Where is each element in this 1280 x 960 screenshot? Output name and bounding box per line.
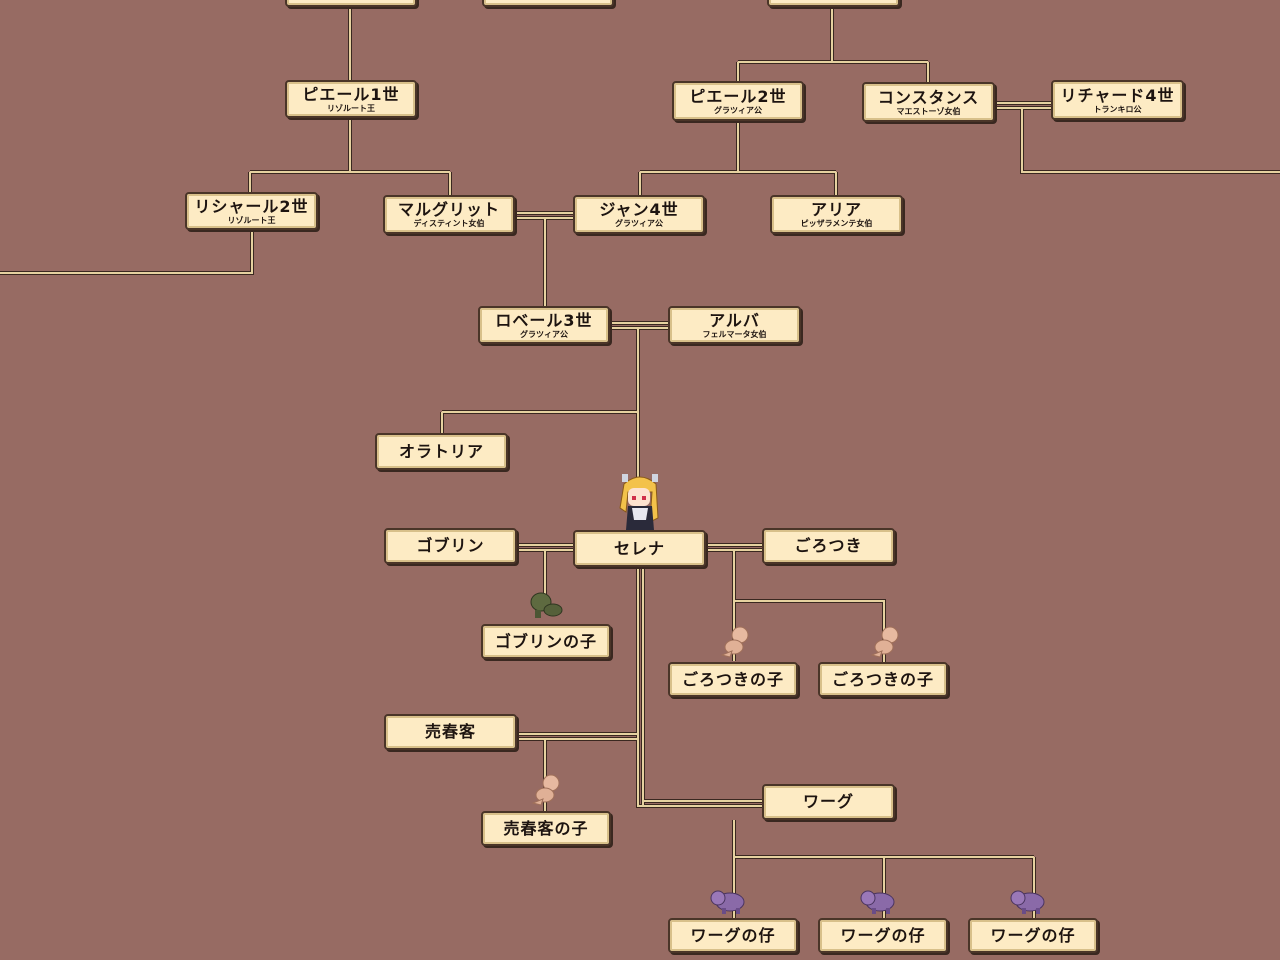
node-name: リチャード4世 bbox=[1060, 85, 1175, 105]
family-node-marguerite[interactable]: マルグリットディスティント女伯 bbox=[383, 195, 515, 234]
family-node-warg-pup[interactable]: ワーグの仔 bbox=[968, 918, 1098, 953]
node-name: マルグリット bbox=[397, 200, 500, 219]
goblin-child-sprite bbox=[530, 592, 563, 618]
family-node-gorotsuki-child[interactable]: ごろつきの子 bbox=[818, 662, 948, 697]
family-node-offscreen[interactable] bbox=[482, 0, 614, 7]
connector-line bbox=[733, 820, 1034, 858]
node-name: コンスタンス bbox=[877, 87, 980, 107]
node-name: ロベール3世 bbox=[495, 310, 593, 330]
family-node-gorotsuki[interactable]: ごろつき bbox=[762, 528, 895, 564]
node-title: グラツィア公 bbox=[714, 105, 762, 115]
node-name: ワーグの仔 bbox=[840, 925, 926, 945]
node-name: ジャン4世 bbox=[599, 200, 679, 219]
node-title: トランキロ公 bbox=[1093, 104, 1142, 114]
node-title: グラツィア公 bbox=[520, 329, 568, 339]
family-node-offscreen[interactable] bbox=[767, 0, 900, 7]
gorotsuki-child-sprite bbox=[870, 626, 899, 658]
family-node-prostitute-client[interactable]: 売春客 bbox=[384, 714, 517, 750]
family-node-robert3[interactable]: ロベール3世グラツィア公 bbox=[478, 306, 610, 344]
warg-pup-sprite bbox=[860, 890, 895, 914]
connector-line bbox=[0, 230, 253, 274]
selena-character-sprite bbox=[619, 474, 659, 530]
node-name: ごろつき bbox=[794, 536, 863, 555]
node-title: ピッザラメンテ女伯 bbox=[800, 219, 873, 228]
node-name: ワーグの仔 bbox=[990, 925, 1076, 945]
node-title: リゾルート王 bbox=[327, 103, 375, 113]
node-name: 売春客の子 bbox=[503, 818, 589, 838]
family-node-pierre1[interactable]: ピエール1世リゾルート王 bbox=[285, 80, 417, 118]
connector-line bbox=[0, 230, 254, 275]
family-node-richard4[interactable]: リチャード4世トランキロ公 bbox=[1051, 80, 1184, 120]
family-node-prostitute-client-child[interactable]: 売春客の子 bbox=[481, 811, 611, 846]
connector-line bbox=[636, 736, 762, 808]
node-name: セレナ bbox=[613, 538, 665, 558]
node-name: 売春客 bbox=[424, 722, 476, 741]
node-name: アルバ bbox=[709, 310, 760, 330]
family-node-gorotsuki-child[interactable]: ごろつきの子 bbox=[668, 662, 798, 697]
connector-line bbox=[734, 599, 886, 662]
family-node-pierre2[interactable]: ピエール2世グラツィア公 bbox=[672, 81, 804, 121]
node-title: グラツィア公 bbox=[615, 219, 663, 228]
node-name: ゴブリンの子 bbox=[494, 631, 597, 651]
family-node-offscreen[interactable] bbox=[285, 0, 417, 7]
family-node-oratoria[interactable]: オラトリア bbox=[375, 433, 508, 470]
node-name: ピエール2世 bbox=[689, 86, 787, 106]
family-node-richard2[interactable]: リシャール2世リゾルート王 bbox=[185, 192, 318, 230]
warg-pup-sprite bbox=[710, 890, 745, 914]
warg-pup-sprite bbox=[1010, 890, 1045, 914]
connector-line bbox=[1021, 108, 1280, 173]
connector-line bbox=[734, 600, 885, 662]
family-node-warg[interactable]: ワーグ bbox=[762, 784, 895, 820]
family-node-warg-pup[interactable]: ワーグの仔 bbox=[818, 918, 948, 953]
prostitute-client-child-sprite bbox=[531, 774, 560, 806]
node-name: ごろつきの子 bbox=[831, 669, 934, 689]
node-title: ディスティント女伯 bbox=[413, 219, 485, 228]
family-node-alba[interactable]: アルバフェルマータ女伯 bbox=[668, 306, 801, 344]
family-node-aria[interactable]: アリアピッザラメンテ女伯 bbox=[770, 195, 903, 234]
family-node-goblin-child[interactable]: ゴブリンの子 bbox=[481, 624, 611, 659]
family-node-goblin[interactable]: ゴブリン bbox=[384, 528, 517, 564]
node-name: ワーグの仔 bbox=[690, 925, 776, 945]
node-name: ピエール1世 bbox=[302, 84, 400, 104]
node-title: リゾルート王 bbox=[227, 215, 276, 225]
gorotsuki-child-sprite bbox=[720, 626, 749, 658]
node-name: ワーグ bbox=[802, 792, 854, 811]
family-node-selena[interactable]: セレナ bbox=[573, 530, 706, 567]
node-title: フェルマータ女伯 bbox=[702, 329, 767, 339]
connector-line bbox=[732, 820, 1034, 859]
family-node-warg-pup[interactable]: ワーグの仔 bbox=[668, 918, 798, 953]
node-name: ごろつきの子 bbox=[681, 669, 784, 689]
node-name: リシャール2世 bbox=[194, 196, 309, 216]
node-name: ゴブリン bbox=[416, 536, 485, 555]
family-node-constance[interactable]: コンスタンスマエストーゾ女伯 bbox=[862, 82, 995, 122]
node-name: オラトリア bbox=[398, 441, 484, 461]
node-title: マエストーゾ女伯 bbox=[896, 106, 961, 116]
family-node-jean4[interactable]: ジャン4世グラツィア公 bbox=[573, 195, 705, 234]
node-name: アリア bbox=[810, 200, 862, 219]
connector-line bbox=[637, 736, 762, 807]
